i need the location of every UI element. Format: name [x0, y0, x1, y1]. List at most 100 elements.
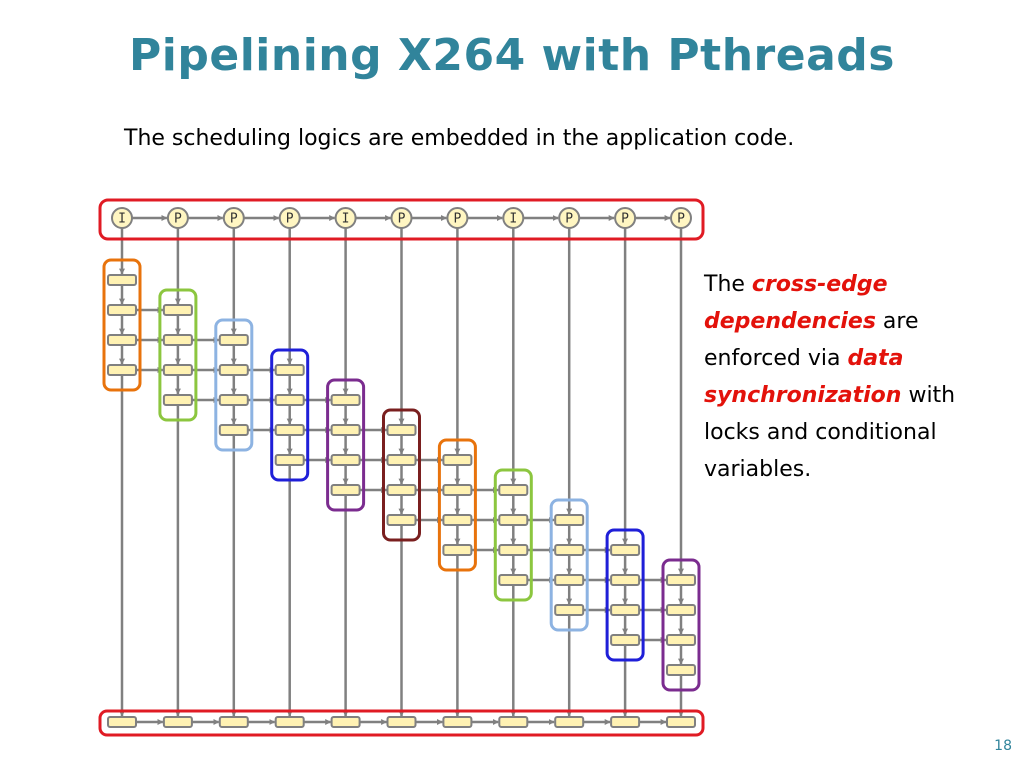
frame-node	[278, 207, 301, 229]
stage-box	[218, 334, 249, 346]
stage-box	[330, 424, 361, 436]
frame-type-label: P	[677, 212, 685, 227]
stage-box	[554, 544, 585, 556]
page-number: 18	[994, 738, 1012, 754]
stage-box	[610, 634, 641, 646]
stage-group	[158, 288, 198, 422]
stage-box	[107, 304, 137, 316]
stage-box	[386, 514, 417, 526]
stage-group	[605, 528, 645, 662]
stage-box	[554, 574, 585, 586]
frame-node	[222, 207, 245, 229]
output-box	[218, 716, 249, 728]
frame-type-label: I	[342, 212, 350, 227]
stage-box	[162, 334, 193, 346]
output-box	[610, 716, 641, 728]
stage-box	[386, 424, 417, 436]
frame-node	[390, 207, 413, 229]
stage-box	[274, 424, 305, 436]
output-box	[498, 716, 529, 728]
frame-node	[670, 207, 692, 229]
stage-group	[549, 498, 589, 632]
stage-box	[162, 304, 193, 316]
frame-node	[334, 207, 357, 229]
frame-type-label: P	[398, 212, 406, 227]
output-box	[274, 716, 305, 728]
stage-box	[218, 424, 249, 436]
frame-node	[446, 207, 469, 229]
stage-box	[162, 364, 193, 376]
stage-box	[554, 514, 585, 526]
stage-box	[386, 454, 417, 466]
stage-box	[610, 604, 641, 616]
frame-type-label: P	[230, 212, 238, 227]
stage-box	[274, 454, 305, 466]
frame-type-label: I	[118, 212, 126, 227]
stage-box	[442, 484, 473, 496]
frame-node	[111, 207, 133, 229]
stage-box	[498, 544, 529, 556]
output-box	[666, 716, 696, 728]
output-box	[162, 716, 193, 728]
frame-type-label: I	[509, 212, 517, 227]
frame-node	[166, 207, 189, 229]
description-text-3: with locks and conditional variables.	[704, 383, 956, 482]
stage-box	[442, 544, 473, 556]
stage-box	[107, 334, 137, 346]
stage-group	[270, 348, 310, 482]
stage-box	[610, 544, 641, 556]
slide-title: Pipelining X264 with Pthreads	[129, 30, 895, 81]
stage-box	[162, 394, 193, 406]
stage-box	[107, 364, 137, 376]
stage-box	[498, 514, 529, 526]
stage-box	[666, 634, 696, 646]
output-box	[554, 716, 585, 728]
stage-group	[493, 468, 533, 602]
stage-box	[666, 574, 696, 586]
stage-box	[330, 394, 361, 406]
frame-type-label: P	[621, 212, 629, 227]
description-text-2: are enforced via	[704, 309, 919, 371]
slide-subtitle: The scheduling logics are embedded in th…	[124, 126, 795, 151]
side-description: The cross-edge dependencies are enforced…	[704, 266, 994, 488]
stage-box	[274, 364, 305, 376]
stage-box	[386, 484, 417, 496]
stage-box	[218, 364, 249, 376]
stage-box	[498, 574, 529, 586]
stage-group	[382, 408, 421, 542]
stage-box	[442, 514, 473, 526]
stage-group	[326, 378, 366, 512]
frame-type-label: P	[174, 212, 182, 227]
output-row-border	[98, 709, 705, 737]
frame-node	[502, 207, 525, 229]
stage-box	[330, 454, 361, 466]
output-row	[98, 709, 705, 737]
stage-box	[107, 274, 137, 286]
stage-group	[214, 318, 254, 452]
stage-box	[442, 454, 473, 466]
stage-groups	[102, 258, 701, 692]
cross-edge-dependencies-emphasis: cross-edge dependencies	[704, 272, 888, 334]
stage-group	[661, 558, 701, 692]
stage-box	[666, 604, 696, 616]
frame-type-label: P	[286, 212, 294, 227]
frame-row-border	[98, 198, 705, 241]
frame-node	[614, 207, 637, 229]
stage-box	[610, 574, 641, 586]
frame-type-label: P	[453, 212, 461, 227]
stage-box	[274, 394, 305, 406]
stage-box	[666, 664, 696, 676]
stage-group	[102, 258, 142, 392]
output-box	[107, 716, 137, 728]
output-box	[442, 716, 473, 728]
stage-box	[498, 484, 529, 496]
description-text-1: The	[704, 272, 752, 297]
stage-box	[330, 484, 361, 496]
stage-group	[437, 438, 477, 572]
output-box	[330, 716, 361, 728]
stage-box	[218, 394, 249, 406]
output-box	[386, 716, 417, 728]
dependency-lines	[119, 215, 684, 725]
